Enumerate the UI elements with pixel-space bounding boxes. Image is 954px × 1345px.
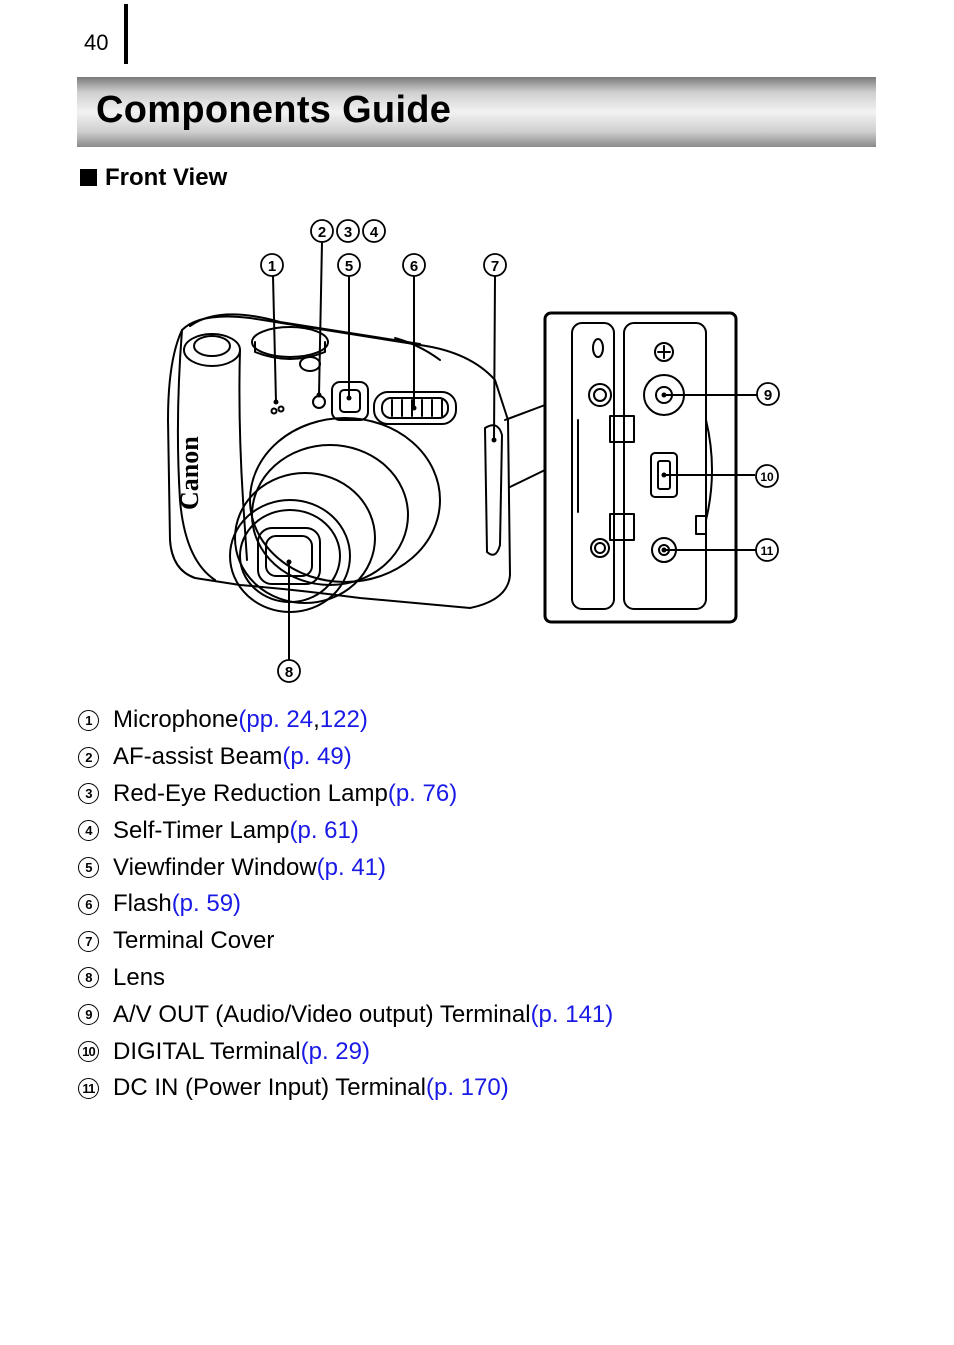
list-item: 5 Viewfinder Window (p. 41)	[78, 849, 613, 886]
item-number: 10	[78, 1041, 99, 1063]
af-assist-beam	[312, 395, 326, 409]
title-bar: Components Guide	[77, 77, 876, 147]
callout-11: 11	[755, 538, 779, 562]
item-label: Terminal Cover	[113, 927, 275, 955]
item-label: Microphone	[113, 706, 239, 734]
list-item: 3 Red-Eye Reduction Lamp (p. 76)	[78, 776, 613, 813]
svg-text:10: 10	[760, 470, 774, 484]
item-number: 9	[78, 1004, 99, 1026]
list-item: 11 DC IN (Power Input) Terminal (p. 170)	[78, 1070, 613, 1107]
item-number: 2	[78, 746, 99, 768]
item-label: Flash	[113, 890, 172, 918]
item-label: Viewfinder Window	[113, 853, 317, 881]
svg-text:8: 8	[285, 664, 293, 681]
item-label: A/V OUT (Audio/Video output) Terminal	[113, 1000, 531, 1028]
item-label: Self-Timer Lamp	[113, 816, 290, 844]
item-label: Red-Eye Reduction Lamp	[113, 779, 388, 807]
item-number: 7	[78, 930, 99, 952]
callout-5: 5	[337, 253, 361, 277]
camera-body	[167, 315, 511, 609]
svg-text:3: 3	[344, 224, 352, 241]
callout-7: 7	[483, 253, 507, 277]
page-reference-link[interactable]: (p. 59)	[171, 890, 242, 918]
callout-1: 1	[260, 253, 284, 277]
tripod-screw	[588, 383, 612, 407]
callout-4: 4	[362, 219, 386, 243]
page-reference-link[interactable]: (p. 61)	[289, 816, 359, 844]
svg-text:7: 7	[491, 258, 499, 275]
camera-grip	[176, 329, 216, 581]
list-item: 8 Lens	[78, 960, 613, 997]
list-item: 2 AF-assist Beam (p. 49)	[78, 739, 613, 776]
svg-text:1: 1	[268, 258, 276, 275]
page-reference-link[interactable]: (p. 29)	[300, 1037, 370, 1065]
svg-text:2: 2	[318, 224, 326, 241]
microphone-mark	[270, 407, 278, 415]
terminal-inset-frame	[543, 311, 738, 624]
list-item: 10 DIGITAL Terminal (p. 29)	[78, 1033, 613, 1070]
callout-2: 2	[310, 219, 334, 243]
camera-brand-logo: Canon	[175, 436, 204, 510]
item-label: AF-assist Beam	[113, 743, 283, 771]
list-item: 9 A/V OUT (Audio/Video output) Terminal …	[78, 996, 613, 1033]
terminal-cover	[484, 424, 503, 556]
port-panel	[623, 322, 707, 610]
svg-text:6: 6	[410, 258, 418, 275]
item-number: 6	[78, 893, 99, 915]
callout-8: 8	[277, 659, 301, 683]
callout-9: 9	[756, 382, 780, 406]
svg-text:5: 5	[345, 258, 353, 275]
components-list: 1 Microphone (pp. 24, 122) 2 AF-assist B…	[78, 702, 613, 1107]
list-item: 7 Terminal Cover	[78, 923, 613, 960]
top-plate	[189, 313, 421, 345]
callout-3: 3	[336, 219, 360, 243]
reference-separator: ,	[313, 706, 320, 734]
callout-10: 10	[755, 464, 779, 488]
svg-text:4: 4	[370, 224, 379, 241]
page-reference-link[interactable]: (p. 170)	[425, 1074, 509, 1102]
item-number: 3	[78, 783, 99, 805]
list-item: 6 Flash (p. 59)	[78, 886, 613, 923]
page-reference-link[interactable]: (p. 76)	[387, 779, 458, 807]
page-title: Components Guide	[96, 89, 452, 131]
item-label: Lens	[113, 963, 166, 991]
callout-6: 6	[402, 253, 426, 277]
mode-dial	[251, 326, 329, 358]
item-number: 5	[78, 857, 99, 879]
shutter-button	[183, 333, 241, 367]
lens-outer-ring	[249, 417, 441, 583]
page-reference-link[interactable]: (pp. 24	[238, 706, 314, 734]
item-number: 8	[78, 967, 99, 989]
page-reference-link[interactable]: 122)	[319, 706, 368, 734]
camera-front-view-diagram: Canon 1 2 3 4 5 6 7 8 9 10 11	[167, 219, 780, 683]
bullet-square-icon	[80, 169, 97, 186]
list-item: 4 Self-Timer Lamp (p. 61)	[78, 812, 613, 849]
page-reference-link[interactable]: (p. 41)	[316, 853, 387, 881]
item-number: 11	[78, 1077, 99, 1099]
section-heading: Front View	[80, 164, 227, 192]
page-reference-link[interactable]: (p. 141)	[530, 1000, 614, 1028]
item-number: 1	[78, 709, 99, 731]
page-number: 40	[84, 30, 109, 55]
svg-text:9: 9	[764, 387, 772, 404]
svg-text:11: 11	[761, 544, 774, 558]
section-heading-text: Front View	[105, 164, 228, 191]
item-number: 4	[78, 820, 99, 842]
item-label: DIGITAL Terminal	[113, 1037, 301, 1065]
item-label: DC IN (Power Input) Terminal	[113, 1074, 426, 1102]
list-item: 1 Microphone (pp. 24, 122)	[78, 702, 613, 739]
page-reference-link[interactable]: (p. 49)	[282, 743, 352, 771]
page-number-rule	[124, 4, 128, 64]
